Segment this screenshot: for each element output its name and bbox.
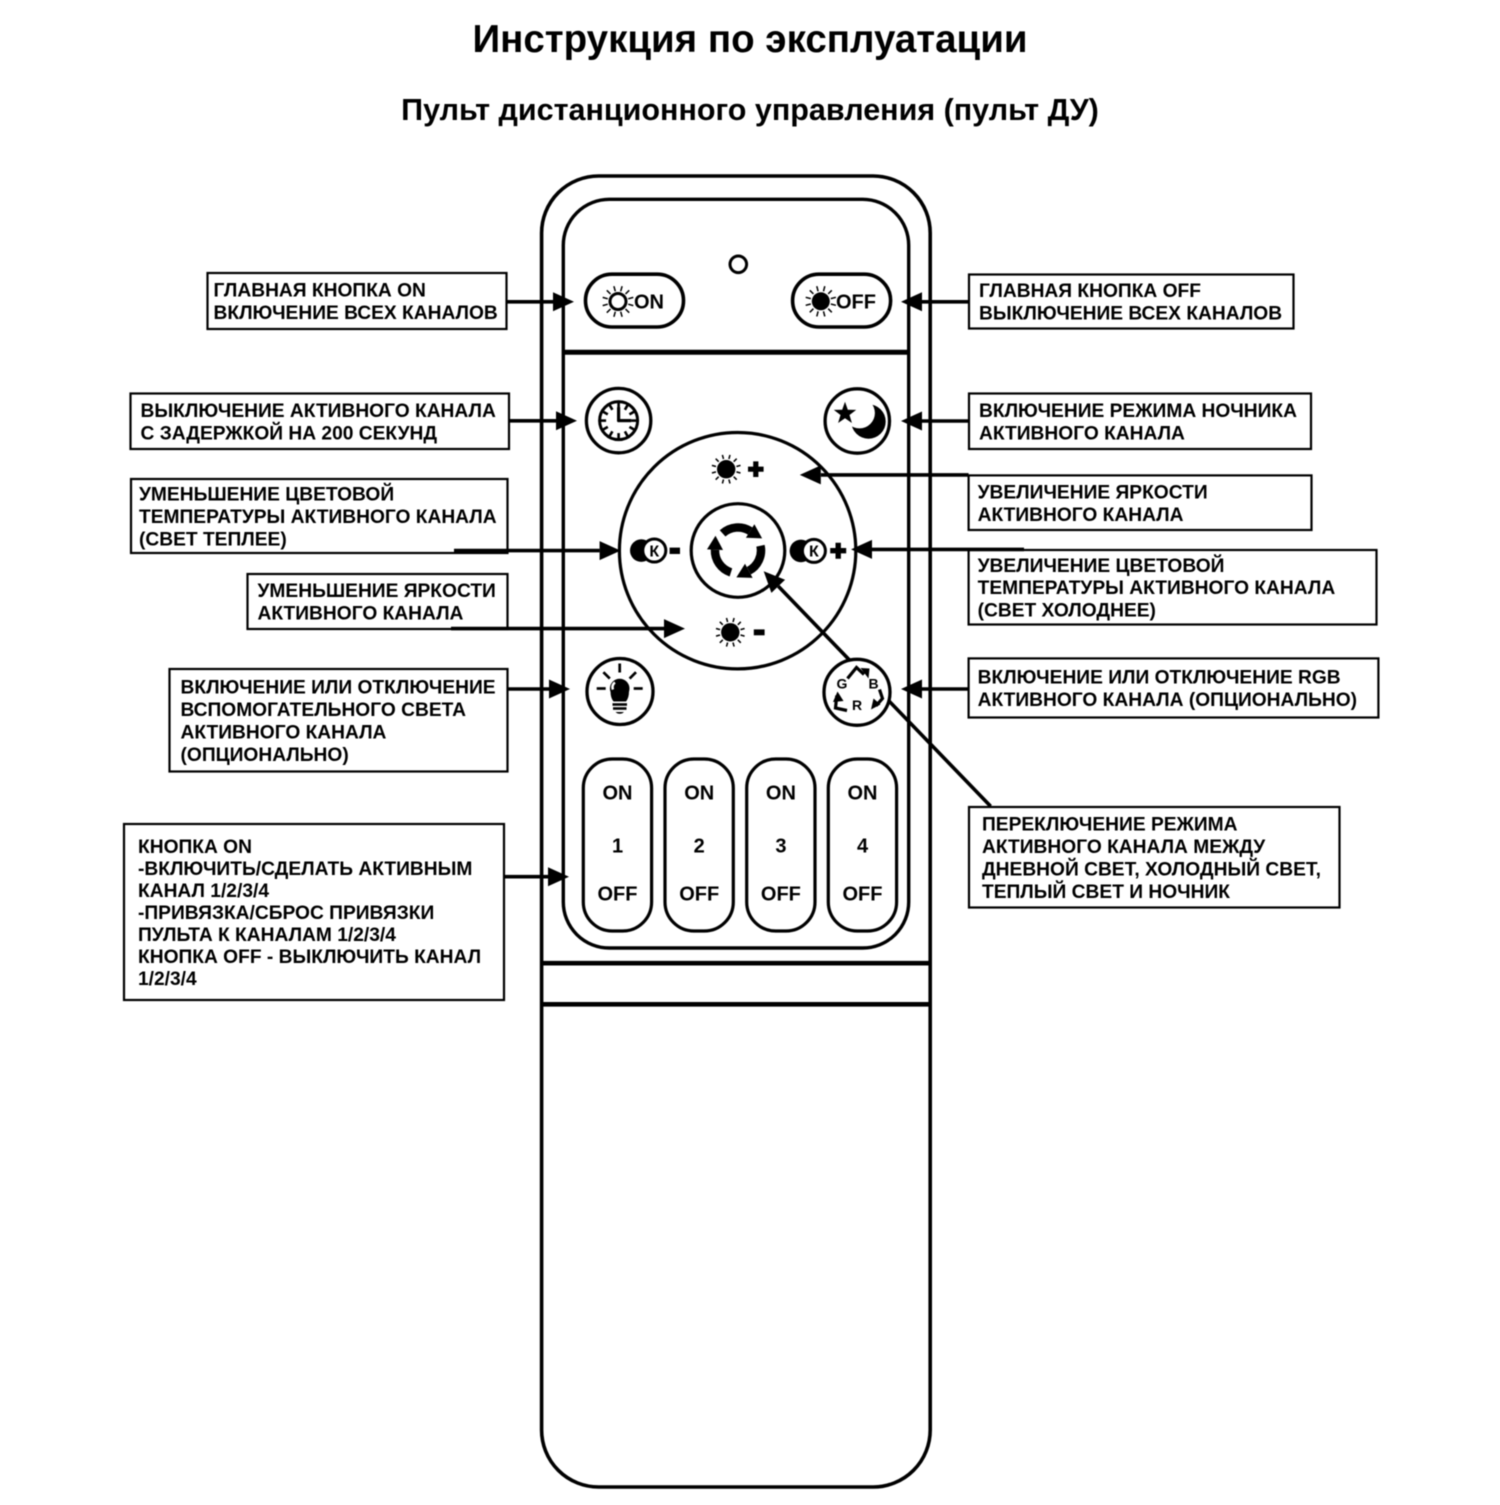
svg-text:B: B bbox=[868, 676, 878, 692]
svg-text:3: 3 bbox=[775, 835, 786, 857]
svg-text:OFF: OFF bbox=[836, 292, 876, 314]
svg-text:ON: ON bbox=[603, 783, 633, 805]
svg-text:1: 1 bbox=[612, 835, 623, 857]
svg-text:Инструкция по эксплуатации: Инструкция по эксплуатации bbox=[472, 18, 1027, 61]
svg-text:G: G bbox=[837, 676, 848, 692]
svg-text:К: К bbox=[809, 544, 819, 561]
svg-text:ON: ON bbox=[766, 783, 796, 805]
svg-text:OFF: OFF bbox=[679, 884, 719, 906]
svg-text:Пульт дистанционного управлени: Пульт дистанционного управления (пульт Д… bbox=[401, 93, 1099, 127]
svg-text:4: 4 bbox=[857, 835, 869, 857]
svg-text:2: 2 bbox=[694, 835, 705, 857]
svg-text:OFF: OFF bbox=[598, 884, 638, 906]
svg-text:OFF: OFF bbox=[843, 884, 883, 906]
svg-text:ON: ON bbox=[634, 292, 664, 314]
svg-text:К: К bbox=[649, 543, 659, 560]
svg-text:ON: ON bbox=[684, 783, 714, 805]
svg-text:OFF: OFF bbox=[761, 884, 801, 906]
svg-text:R: R bbox=[852, 697, 862, 713]
svg-text:ON: ON bbox=[848, 783, 878, 805]
svg-text:КНОПКА ON-ВКЛЮЧИТЬ/СДЕЛАТЬ АКТ: КНОПКА ON-ВКЛЮЧИТЬ/СДЕЛАТЬ АКТИВНЫМКАНАЛ… bbox=[138, 837, 481, 990]
